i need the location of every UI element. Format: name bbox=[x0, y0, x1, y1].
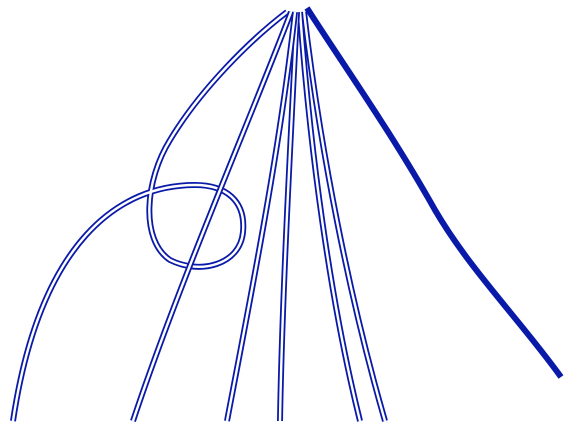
strand-layer bbox=[13, 8, 561, 421]
strand-loop-core bbox=[13, 12, 287, 421]
strand-loop bbox=[13, 12, 287, 421]
strand-thick-line bbox=[307, 8, 561, 377]
strand-thick bbox=[307, 8, 561, 377]
